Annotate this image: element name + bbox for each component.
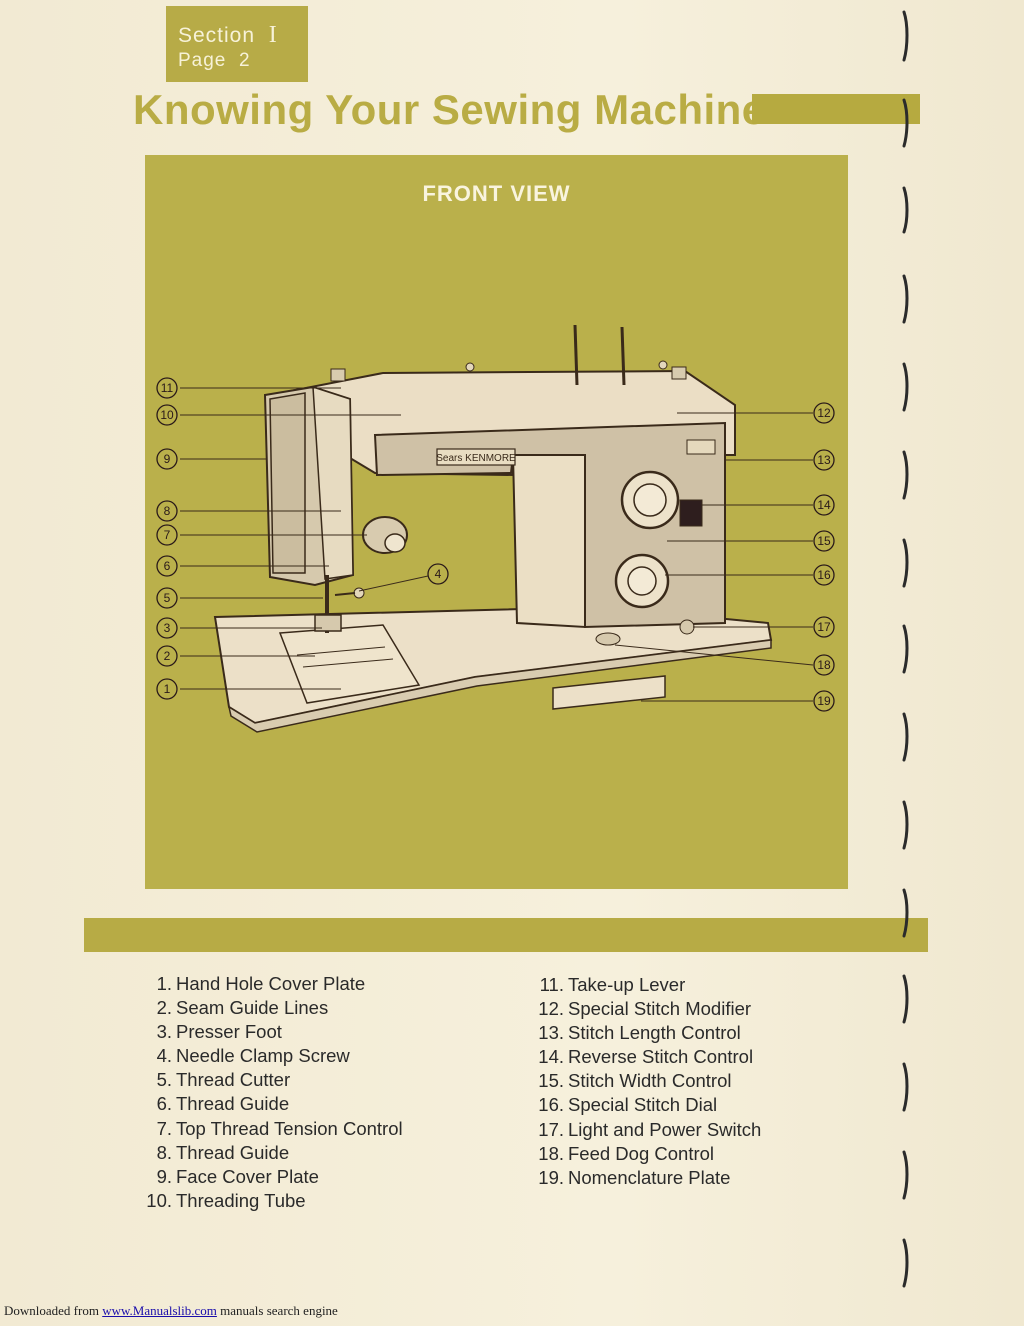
front-view-panel: FRONT VIEW Sears KENMORE <box>145 155 848 889</box>
callout-3: 3 <box>156 617 178 639</box>
svg-text:13: 13 <box>817 453 831 467</box>
callout-2: 2 <box>156 645 178 667</box>
svg-text:10: 10 <box>160 408 174 422</box>
callout-4: 4 <box>427 563 449 585</box>
svg-text:3: 3 <box>164 621 171 635</box>
callout-14: 14 <box>813 494 835 516</box>
callout-18: 18 <box>813 654 835 676</box>
svg-text:12: 12 <box>817 406 831 420</box>
svg-text:16: 16 <box>817 568 831 582</box>
callout-6: 6 <box>156 555 178 577</box>
callout-8: 8 <box>156 500 178 522</box>
callout-15: 15 <box>813 530 835 552</box>
footer-suffix: manuals search engine <box>220 1303 338 1318</box>
section-tab: Section I Page 2 <box>166 6 308 82</box>
callout-9: 9 <box>156 448 178 470</box>
section-number: I <box>268 22 278 48</box>
title-rule <box>752 94 920 124</box>
svg-text:1: 1 <box>164 682 171 696</box>
diagram-heading: FRONT VIEW <box>422 181 571 206</box>
callout-10: 10 <box>156 404 178 426</box>
footer-prefix: Downloaded from <box>4 1303 99 1318</box>
divider-band <box>84 918 928 952</box>
callout-7: 7 <box>156 524 178 546</box>
svg-text:15: 15 <box>817 534 831 548</box>
callout-1: 1 <box>156 678 178 700</box>
svg-text:5: 5 <box>164 591 171 605</box>
svg-text:4: 4 <box>435 567 442 581</box>
svg-text:7: 7 <box>164 528 171 542</box>
callout-16: 16 <box>813 564 835 586</box>
section-label: Section <box>178 24 256 47</box>
footer-attribution: Downloaded from www.Manualslib.com manua… <box>4 1303 338 1319</box>
page-label: Page <box>178 50 227 71</box>
manualslib-link[interactable]: www.Manualslib.com <box>102 1303 217 1318</box>
callout-12: 12 <box>813 402 835 424</box>
page-number: 2 <box>238 50 251 71</box>
callout-11: 11 <box>156 377 178 399</box>
binder-rings <box>902 10 909 1288</box>
svg-text:2: 2 <box>164 649 171 663</box>
svg-text:14: 14 <box>817 498 831 512</box>
svg-text:6: 6 <box>164 559 171 573</box>
page-title: Knowing Your Sewing Machine <box>133 86 766 133</box>
brand-plate: Sears KENMORE <box>436 453 516 464</box>
svg-text:18: 18 <box>817 658 831 672</box>
svg-text:8: 8 <box>164 504 171 518</box>
svg-text:9: 9 <box>164 452 171 466</box>
svg-text:11: 11 <box>161 381 174 395</box>
callout-13: 13 <box>813 449 835 471</box>
svg-text:19: 19 <box>817 694 831 708</box>
callout-17: 17 <box>813 616 835 638</box>
sewing-machine-diagram: Sears KENMORE <box>156 324 835 733</box>
callout-5: 5 <box>156 587 178 609</box>
callout-19: 19 <box>813 690 835 712</box>
svg-text:17: 17 <box>817 620 831 634</box>
